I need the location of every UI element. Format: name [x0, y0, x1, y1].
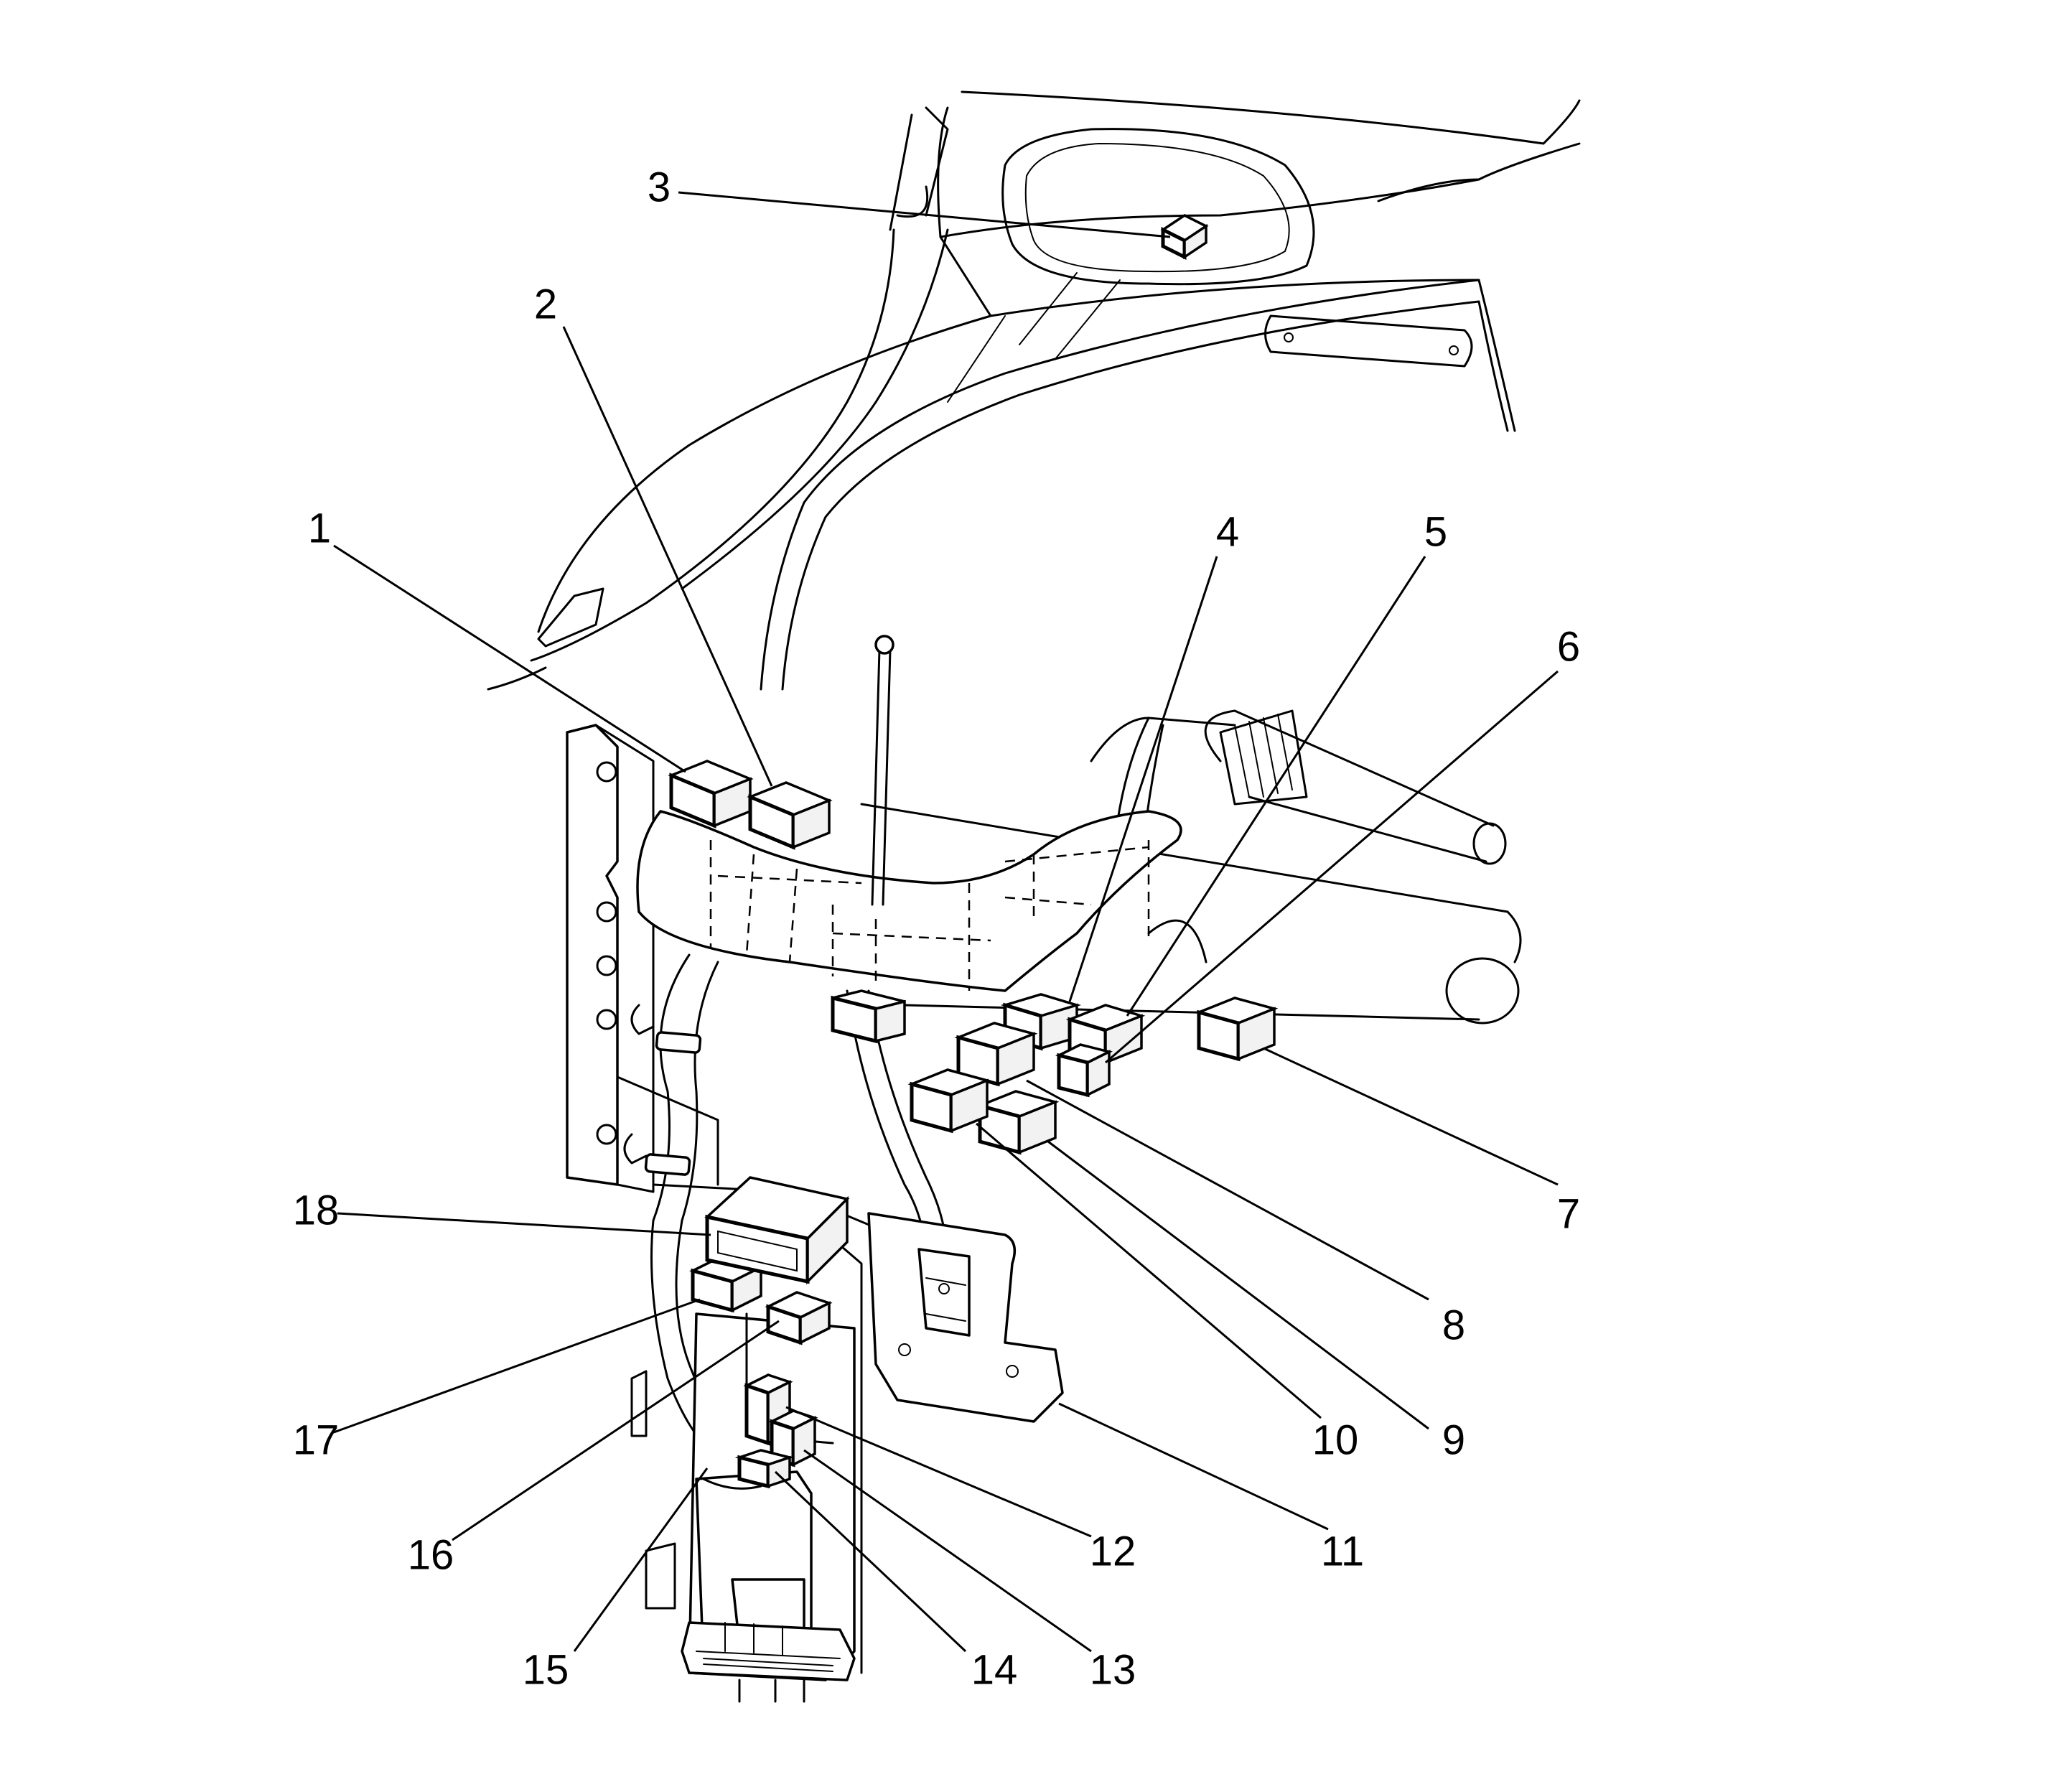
relay-1 [668, 760, 754, 829]
callout-labels: 1 2 3 4 5 6 7 8 9 10 11 12 13 14 15 16 1… [293, 164, 1580, 1693]
callout-17: 17 [293, 1417, 340, 1463]
leader-7 [1263, 1047, 1559, 1186]
callout-3: 3 [648, 164, 671, 210]
leader-4 [1068, 556, 1218, 1002]
leader-13 [803, 1449, 1092, 1653]
leader-8 [1026, 1079, 1429, 1301]
callout-12: 12 [1090, 1528, 1136, 1574]
stud-bolt [871, 635, 894, 906]
callout-16: 16 [408, 1531, 454, 1578]
lower-module [630, 1219, 863, 1703]
callout-6: 6 [1557, 623, 1580, 670]
relay-8 [954, 1022, 1038, 1087]
leader-17 [333, 1298, 701, 1434]
relay-10 [907, 1068, 991, 1134]
leader-12 [785, 1406, 1092, 1538]
leader-3 [678, 191, 1171, 238]
relay-14 [734, 1449, 795, 1489]
pillar-bracket [566, 724, 877, 1229]
leader-10 [976, 1122, 1322, 1419]
leader-6 [1105, 670, 1559, 1064]
relay-9 [976, 1090, 1060, 1155]
callout-15: 15 [523, 1646, 569, 1693]
relay-7 [1195, 997, 1279, 1062]
callout-11: 11 [1321, 1528, 1364, 1574]
leader-9 [1047, 1140, 1429, 1430]
body-structure [487, 90, 1581, 691]
callout-2: 2 [534, 281, 557, 327]
relay-harness-connector [831, 989, 906, 1044]
callout-18: 18 [293, 1187, 340, 1233]
leader-11 [1058, 1402, 1329, 1531]
relay-6 [1055, 1043, 1113, 1098]
callout-5: 5 [1424, 508, 1447, 555]
leader-16 [452, 1320, 780, 1541]
callout-14: 14 [971, 1646, 1018, 1693]
leader-18 [337, 1212, 711, 1236]
callout-13: 13 [1090, 1646, 1136, 1693]
relay-15-lower [702, 1478, 762, 1490]
callout-8: 8 [1442, 1302, 1465, 1348]
callout-7: 7 [1557, 1190, 1580, 1237]
callout-10: 10 [1312, 1417, 1359, 1463]
fuse-bracket-plate [867, 1212, 1064, 1423]
leader-5 [1126, 556, 1426, 1017]
leader-1 [333, 544, 686, 773]
relay-16 [765, 1291, 833, 1345]
fuse-block-18 [704, 1176, 850, 1285]
relay-2 [747, 781, 833, 850]
leader-14 [774, 1470, 967, 1653]
leader-2 [562, 326, 773, 787]
relay-3-roof [1160, 213, 1209, 261]
leader-15 [573, 1467, 709, 1652]
callout-leaders [333, 191, 1559, 1653]
callout-1: 1 [308, 505, 331, 551]
callout-4: 4 [1216, 508, 1239, 555]
callout-9: 9 [1442, 1417, 1465, 1463]
